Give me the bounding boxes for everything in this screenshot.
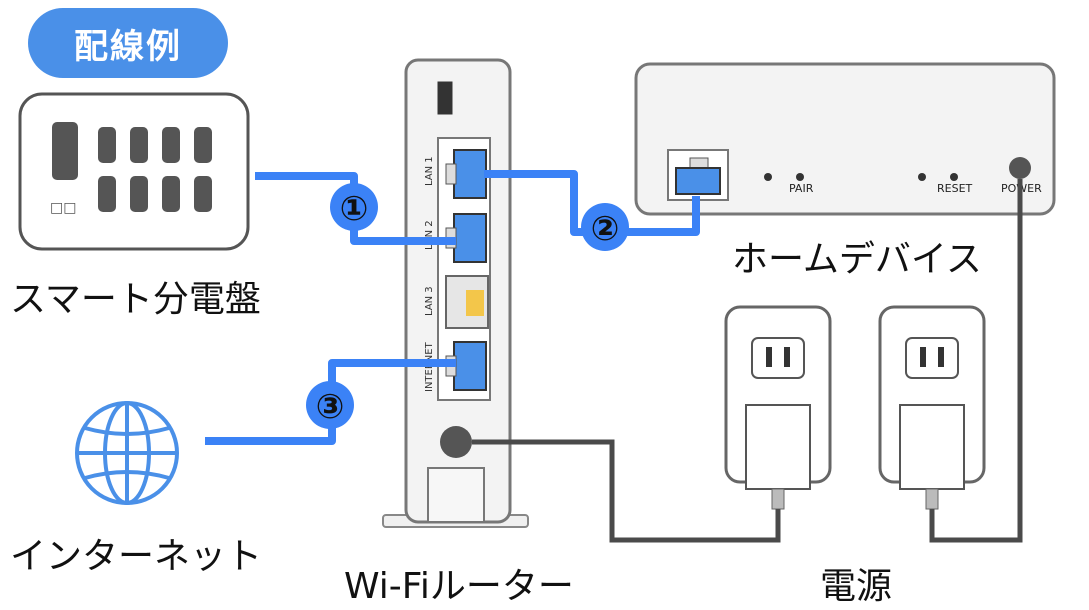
wifi-router: LAN 1 LAN 2 LAN 3 INTERNET — [382, 58, 529, 528]
connection-2-marker: ② — [581, 203, 629, 251]
router-label: Wi-Fiルーター — [344, 566, 574, 607]
wiring-example-badge: 配線例 — [28, 8, 228, 78]
svg-text:②: ② — [591, 209, 620, 249]
device-power-cable — [929, 179, 1023, 543]
home-device-label: ホームデバイス — [732, 239, 982, 280]
power-adapter-1 — [724, 305, 832, 510]
connection-3-marker: ③ — [306, 381, 354, 429]
smart-panel-label: スマート分電盤 — [10, 279, 261, 320]
lan2-label: LAN 2 — [424, 220, 435, 250]
power-cables — [472, 179, 1023, 543]
home-device: PAIR RESET POWER — [634, 62, 1056, 216]
power-adapter-2 — [878, 305, 986, 510]
internet-label: インターネット — [10, 536, 263, 577]
power-label-main: 電源 — [820, 566, 893, 607]
smart-panel-icon: □□ — [18, 92, 250, 251]
reset-label: RESET — [937, 182, 973, 195]
svg-text:①: ① — [340, 189, 369, 229]
svg-text:③: ③ — [316, 387, 345, 427]
cable-2 — [484, 170, 700, 236]
globe-icon — [75, 401, 179, 505]
connection-1-marker: ① — [330, 183, 378, 231]
router-power-cable — [472, 439, 781, 543]
panel-small-text: □□ — [50, 200, 76, 216]
lan1-label: LAN 1 — [424, 156, 435, 186]
pair-label: PAIR — [789, 182, 814, 195]
lan3-label: LAN 3 — [424, 286, 435, 316]
